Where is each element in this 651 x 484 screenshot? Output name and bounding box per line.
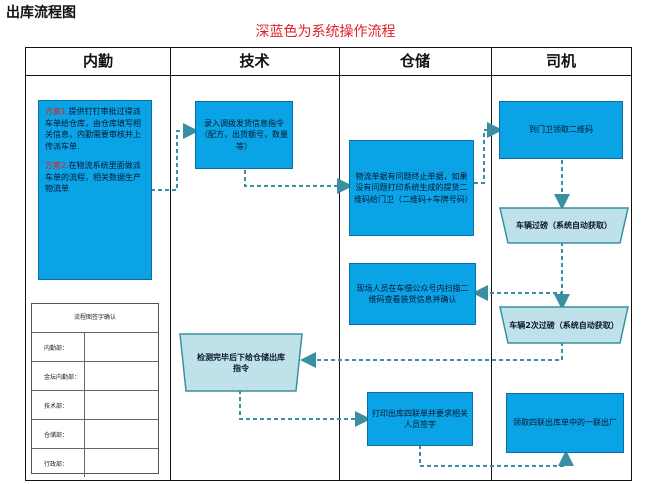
connector-warehouse-to-driver bbox=[474, 122, 503, 184]
signature-row-label: 仓储部： bbox=[44, 431, 69, 439]
plan1-label: 方案1. bbox=[45, 107, 69, 116]
connector-scan-to-weigh2 bbox=[476, 292, 570, 310]
lane-divider bbox=[170, 47, 171, 481]
tech-entry-box: 录入调拨发货信息指令（配方，出货额号，数量等） bbox=[195, 101, 293, 169]
weigh-first-shape bbox=[499, 207, 629, 244]
table-row: 内勤部： bbox=[32, 333, 158, 362]
swimlane-frame bbox=[25, 47, 632, 481]
signature-cell[interactable] bbox=[84, 420, 158, 448]
lane-divider bbox=[491, 47, 492, 481]
signature-row-label: 技术部： bbox=[44, 402, 69, 410]
plan2-text: 方案2.在物流系统里面做派车单的流程，相关数据生产物流单 bbox=[45, 161, 141, 193]
lane-header-neiqin: 内勤 bbox=[26, 47, 170, 76]
signature-cell[interactable] bbox=[84, 333, 158, 361]
table-row: 行政部： bbox=[32, 449, 158, 477]
signature-row-label: 内勤部： bbox=[44, 344, 69, 352]
signature-cell[interactable] bbox=[84, 362, 158, 390]
driver-qr-box: 到门卫领取二维码 bbox=[499, 101, 623, 159]
signature-table: 流程图签字确认 内勤部： 金坛内勤部： 技术部： 仓储部： 行政部： bbox=[31, 303, 159, 477]
plan2-label: 方案2. bbox=[45, 161, 69, 170]
signature-row-label: 金坛内勤部： bbox=[44, 373, 81, 381]
neiqin-plan-box: 方案1.提供钉钉审批过得派车单给仓库，由仓库填写相关信息，内勤需要审核并上传派车… bbox=[38, 100, 152, 280]
signature-table-title: 流程图签字确认 bbox=[32, 304, 158, 333]
signature-row-label: 行政部： bbox=[44, 460, 69, 468]
lane-header-warehouse: 仓储 bbox=[339, 47, 491, 76]
connector-tech-to-warehouse bbox=[244, 170, 353, 194]
connector-neiqin-to-tech bbox=[151, 123, 199, 191]
diagram-subtitle: 深蓝色为系统操作流程 bbox=[255, 24, 396, 40]
receive-slip-box: 领取四联出库单中的一联出厂 bbox=[506, 393, 624, 453]
lane-header-driver: 司机 bbox=[491, 47, 631, 76]
inspect-label: 检测完毕后下给仓储出库指令 bbox=[197, 352, 285, 373]
warehouse-logistics-box: 物流单据有问题终止单据，如果没有问题打印系统生成的提货二维码给门卫（二维码+车牌… bbox=[349, 140, 474, 236]
connector-inspect-to-print bbox=[239, 390, 371, 427]
connector-weigh2-to-inspect bbox=[300, 342, 563, 368]
signature-cell[interactable] bbox=[84, 449, 158, 477]
signature-cell[interactable] bbox=[84, 391, 158, 419]
weigh-second-label: 车辆2次过磅（系统自动获取） bbox=[509, 320, 619, 330]
lane-header-tech: 技术 bbox=[170, 47, 339, 76]
print-sign-box: 打印出库四联单并要求相关人员签字 bbox=[367, 392, 473, 446]
table-row: 金坛内勤部： bbox=[32, 362, 158, 391]
plan1-text: 方案1.提供钉钉审批过得派车单给仓库，由仓库填写相关信息，内勤需要审核并上传派车… bbox=[45, 107, 141, 151]
inspect-shape bbox=[179, 333, 303, 392]
table-row: 技术部： bbox=[32, 391, 158, 420]
connector-print-to-receive bbox=[419, 445, 574, 467]
weigh-first-label: 车辆过磅（系统自动获取） bbox=[516, 221, 612, 230]
table-row: 仓储部： bbox=[32, 420, 158, 449]
lane-divider bbox=[339, 47, 340, 481]
onsite-scan-box: 现场人员在车偿公众号内扫描二维码查看装货信息并确认 bbox=[349, 263, 476, 325]
page-title: 出库流程图 bbox=[6, 5, 76, 21]
weigh-second-shape bbox=[499, 306, 629, 344]
